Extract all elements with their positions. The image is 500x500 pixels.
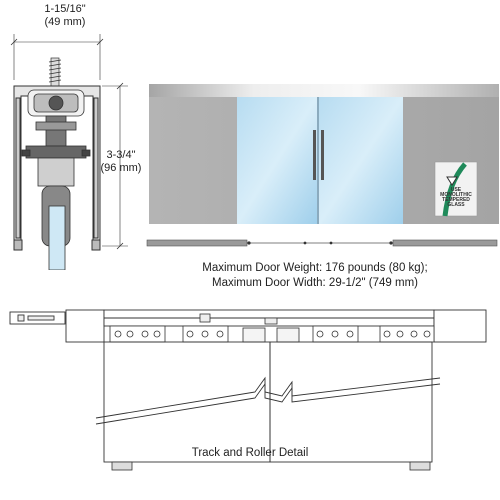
width-dimension-label: 1-15/16" (49 mm) <box>30 3 100 29</box>
sticker-line-3: TEMPERED <box>442 197 470 203</box>
roller-carriages <box>109 313 435 343</box>
sliding-door-left <box>237 97 317 224</box>
detail-caption: Track and Roller Detail <box>191 447 309 459</box>
detail-door-panels <box>103 341 433 463</box>
break-lines <box>95 376 441 425</box>
sticker-line-2: MONOLITHIC <box>440 192 472 198</box>
height-tick-top <box>116 82 124 90</box>
sliding-door-right <box>319 97 403 224</box>
section-profile-drawing: 1-15/16" (49 mm) <box>0 0 130 271</box>
sticker-green-swoosh <box>442 162 467 217</box>
height-tick-bottom <box>116 242 124 250</box>
max-weight-text: Maximum Door Weight: 176 pounds (80 kg); <box>202 262 428 274</box>
anchor-screw <box>48 57 62 87</box>
glass-edge <box>48 205 66 271</box>
width-tick-left <box>10 38 18 46</box>
door-elevation-drawing: USE MONOLITHIC TEMPERED GLASS <box>145 82 500 252</box>
sticker-line-4: GLASS <box>447 202 465 208</box>
height-dimension-label: 3-3/4" (96 mm) <box>98 149 144 175</box>
width-tick-right <box>96 38 104 46</box>
glass-sticker <box>434 161 478 217</box>
sticker-logo-icon <box>446 176 458 186</box>
floor-guide-right <box>392 239 498 247</box>
width-imperial-text: 1-15/16" <box>44 3 86 15</box>
height-metric-text: (96 mm) <box>100 162 142 174</box>
track-detail-svg <box>9 309 487 471</box>
handle-left <box>313 130 316 180</box>
section-profile-svg <box>10 34 128 271</box>
track-roller-detail-drawing <box>0 300 500 475</box>
floor-guides <box>111 461 431 471</box>
floor-guide-left <box>146 239 248 247</box>
sticker-line-1: USE <box>450 187 462 193</box>
header-rail <box>149 84 499 97</box>
max-width-text: Maximum Door Width: 29-1/2" (749 mm) <box>211 277 419 289</box>
sticker-text: USE MONOLITHIC TEMPERED GLASS <box>435 188 477 208</box>
track-housing <box>13 85 101 251</box>
width-metric-text: (49 mm) <box>44 16 86 28</box>
handle-right <box>321 130 324 180</box>
height-imperial-text: 3-3/4" <box>106 149 136 161</box>
door-specs: Maximum Door Weight: 176 pounds (80 kg);… <box>190 261 440 291</box>
door-elevation-svg <box>146 84 499 247</box>
